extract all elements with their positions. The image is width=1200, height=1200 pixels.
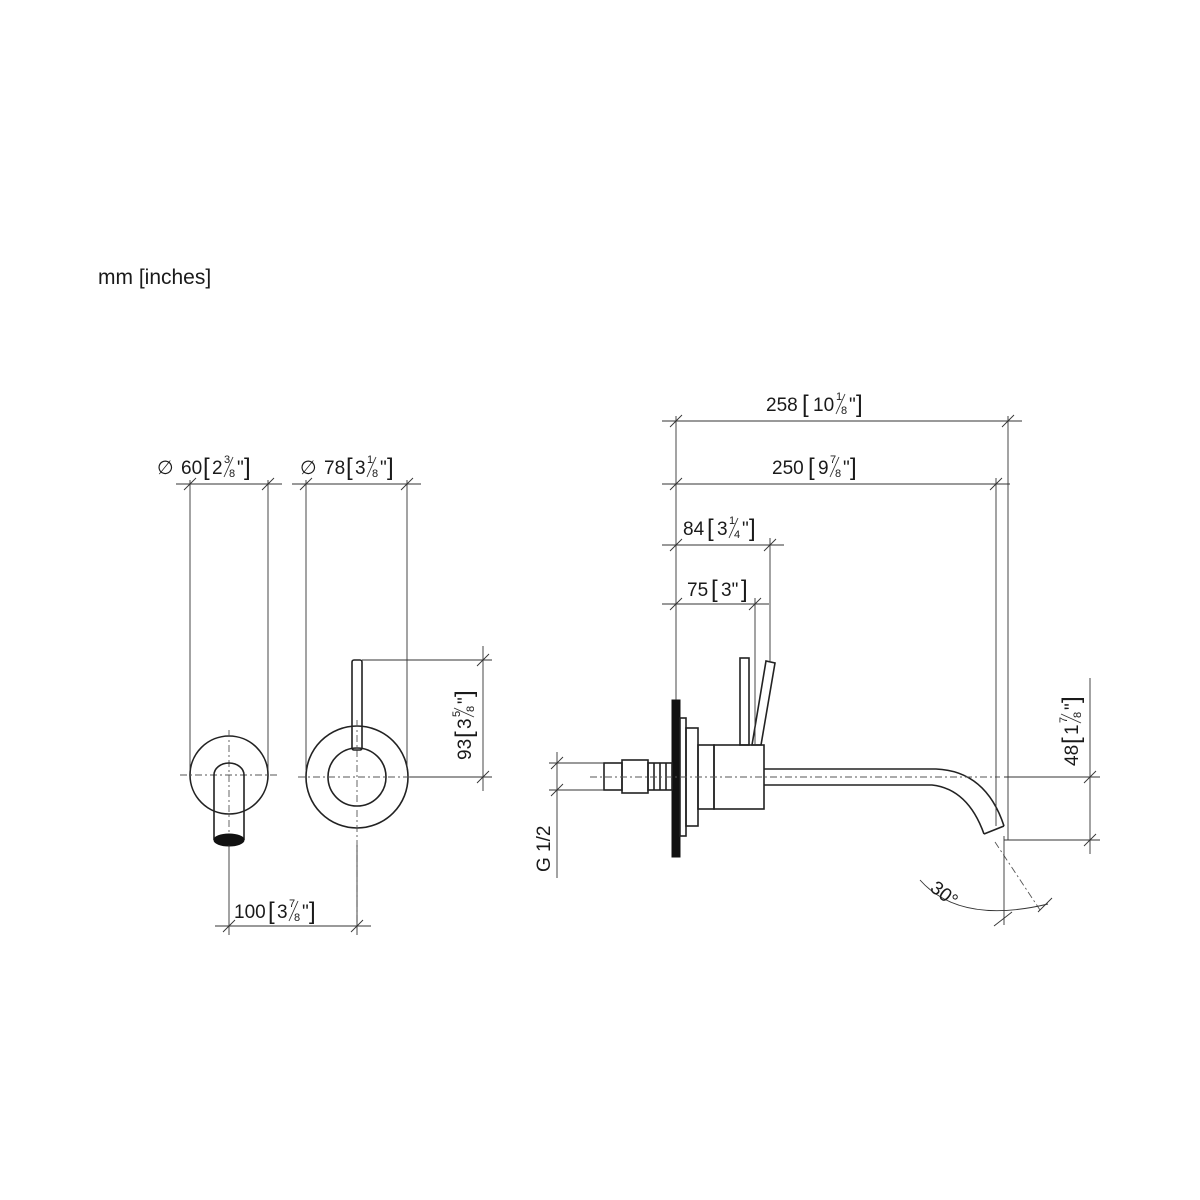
- mixer-side-view: [590, 495, 1041, 911]
- svg-text:[: [: [802, 391, 809, 418]
- svg-text:8: 8: [229, 468, 235, 480]
- svg-text:]: ]: [451, 690, 478, 697]
- svg-text:]: ]: [244, 454, 251, 481]
- svg-text:3": 3": [721, 580, 738, 601]
- svg-text:8: 8: [835, 468, 841, 480]
- dimension-diameter-60: ∅ 60 [ 2 3 8 " ]: [157, 454, 282, 770]
- dimension-diameter-78: ∅ 78 [ 3 1 8 " ]: [292, 454, 421, 770]
- dim-258-mm: 258: [766, 395, 798, 416]
- thread-label: G 1/2: [534, 826, 555, 872]
- svg-text:2: 2: [212, 458, 223, 479]
- svg-text:1: 1: [1062, 724, 1083, 735]
- dimension-84: 84 [ 3 1 4 " ]: [662, 515, 784, 661]
- dimension-thread-g-half: G 1/2: [534, 752, 604, 878]
- svg-text:]: ]: [741, 576, 748, 603]
- svg-text:3: 3: [717, 519, 728, 540]
- svg-text:": ": [302, 902, 309, 923]
- svg-text:[: [: [203, 454, 210, 481]
- dimension-75: 75 [ 3" ]: [662, 576, 769, 745]
- dim-250-mm: 250: [772, 458, 804, 479]
- svg-text:8: 8: [841, 405, 847, 417]
- dimension-258: 258 [ 10 1 8 " ]: [662, 391, 1022, 840]
- spout-rosette-front-view: [180, 730, 278, 850]
- svg-text:]: ]: [1058, 696, 1085, 703]
- svg-text:7: 7: [1058, 717, 1070, 723]
- svg-text:8: 8: [465, 706, 477, 712]
- dim-75-mm: 75: [687, 580, 708, 601]
- svg-text:1: 1: [836, 391, 842, 403]
- svg-text:": ": [1062, 703, 1083, 710]
- svg-text:[: [: [451, 731, 478, 738]
- svg-text:": ": [455, 697, 476, 704]
- dim-48-mm: 48: [1062, 745, 1083, 766]
- svg-text:]: ]: [309, 898, 316, 925]
- svg-text:10: 10: [813, 395, 834, 416]
- units-label: mm [inches]: [98, 266, 212, 289]
- angle-label: 30°: [926, 877, 962, 911]
- svg-text:": ": [380, 458, 387, 479]
- svg-text:1: 1: [367, 454, 373, 466]
- dimension-250: 250 [ 9 7 8 " ]: [662, 454, 1010, 826]
- svg-text:1: 1: [729, 515, 735, 527]
- svg-text:]: ]: [387, 454, 394, 481]
- svg-text:8: 8: [294, 912, 300, 924]
- svg-text:[: [: [1058, 737, 1085, 744]
- dim-93-mm: 93: [455, 739, 476, 760]
- svg-text:": ": [849, 395, 856, 416]
- dim-100-mm: 100: [234, 902, 266, 923]
- dimension-angle-30: 30°: [919, 836, 1053, 927]
- svg-text:8: 8: [372, 468, 378, 480]
- svg-text:": ": [843, 458, 850, 479]
- svg-text:[: [: [711, 576, 718, 603]
- svg-text:": ": [742, 519, 749, 540]
- dim-60-mm: 60: [181, 458, 202, 479]
- svg-text:∅: ∅: [300, 458, 317, 479]
- svg-text:[: [: [268, 898, 275, 925]
- svg-text:[: [: [808, 454, 815, 481]
- svg-text:3: 3: [355, 458, 366, 479]
- dimension-100: 100 [ 3 7 8 " ]: [215, 845, 371, 935]
- svg-text:3: 3: [455, 718, 476, 729]
- svg-text:5: 5: [451, 711, 463, 717]
- svg-text:7: 7: [830, 454, 836, 466]
- dim-78-mm: 78: [324, 458, 345, 479]
- diameter-symbol: ∅: [157, 458, 174, 479]
- svg-text:]: ]: [749, 515, 756, 542]
- svg-text:4: 4: [734, 529, 740, 541]
- dim-84-mm: 84: [683, 519, 705, 540]
- svg-text:[: [: [707, 515, 714, 542]
- dimension-93: 93 [ 3 5 8 " ]: [362, 646, 492, 791]
- svg-text:": ": [237, 458, 244, 479]
- svg-text:7: 7: [289, 898, 295, 910]
- svg-text:[: [: [346, 454, 353, 481]
- svg-text:3: 3: [277, 902, 288, 923]
- svg-text:]: ]: [850, 454, 857, 481]
- svg-text:8: 8: [1072, 712, 1084, 718]
- dimension-48: 48 [ 1 7 8 " ]: [1004, 678, 1100, 854]
- svg-text:3: 3: [224, 454, 230, 466]
- svg-text:9: 9: [818, 458, 829, 479]
- mixer-rosette-front-view: [298, 659, 418, 930]
- svg-text:]: ]: [856, 391, 863, 418]
